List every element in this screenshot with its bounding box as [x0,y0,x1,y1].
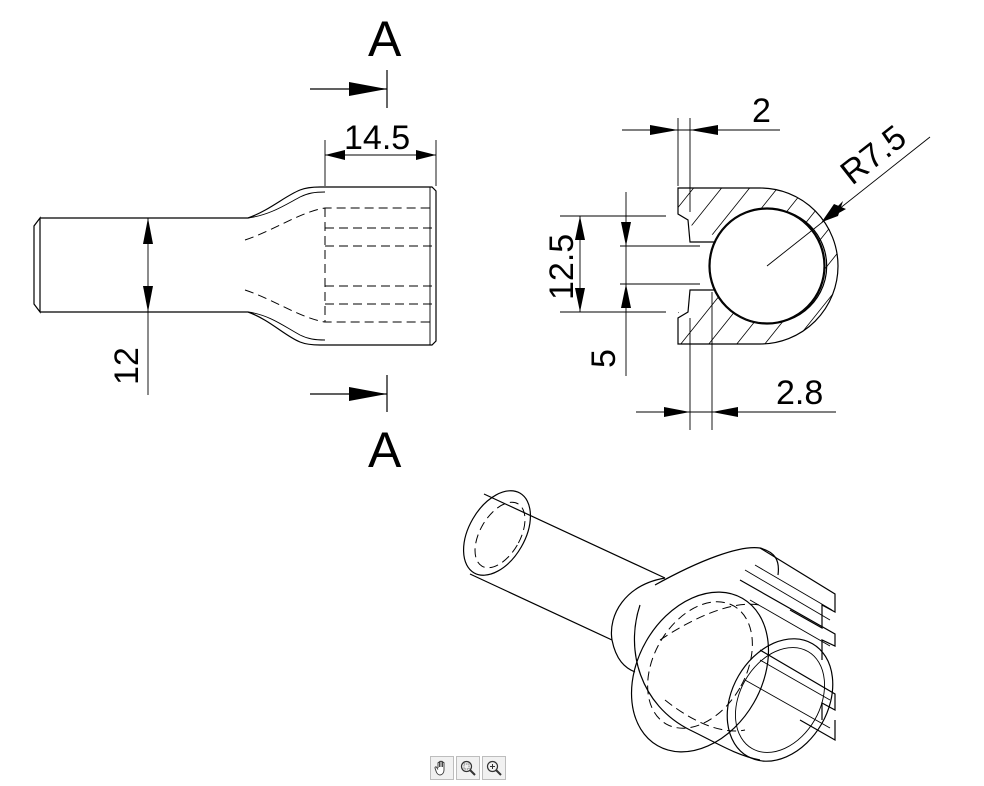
pan-hand-icon[interactable] [430,756,454,780]
dim-wall-thickness: 2 [752,92,771,130]
dim-slot-height: 12.5 [543,234,581,300]
dim-shaft-diameter: 12 [108,347,146,385]
dim-lip-width: 2.8 [776,374,823,412]
dim-slot-gap: 5 [585,349,623,368]
zoom-icon[interactable] [482,756,506,780]
isometric-view [462,490,836,762]
front-view: 14.5 12 A A [33,11,437,478]
viewer-toolbar [430,756,506,780]
section-label-top: A [368,11,402,67]
section-label-bottom: A [368,422,402,478]
zoom-region-icon[interactable] [456,756,480,780]
section-view: 2 R7.5 12.5 5 2.8 [543,92,931,430]
dim-socket-length: 14.5 [344,119,410,157]
